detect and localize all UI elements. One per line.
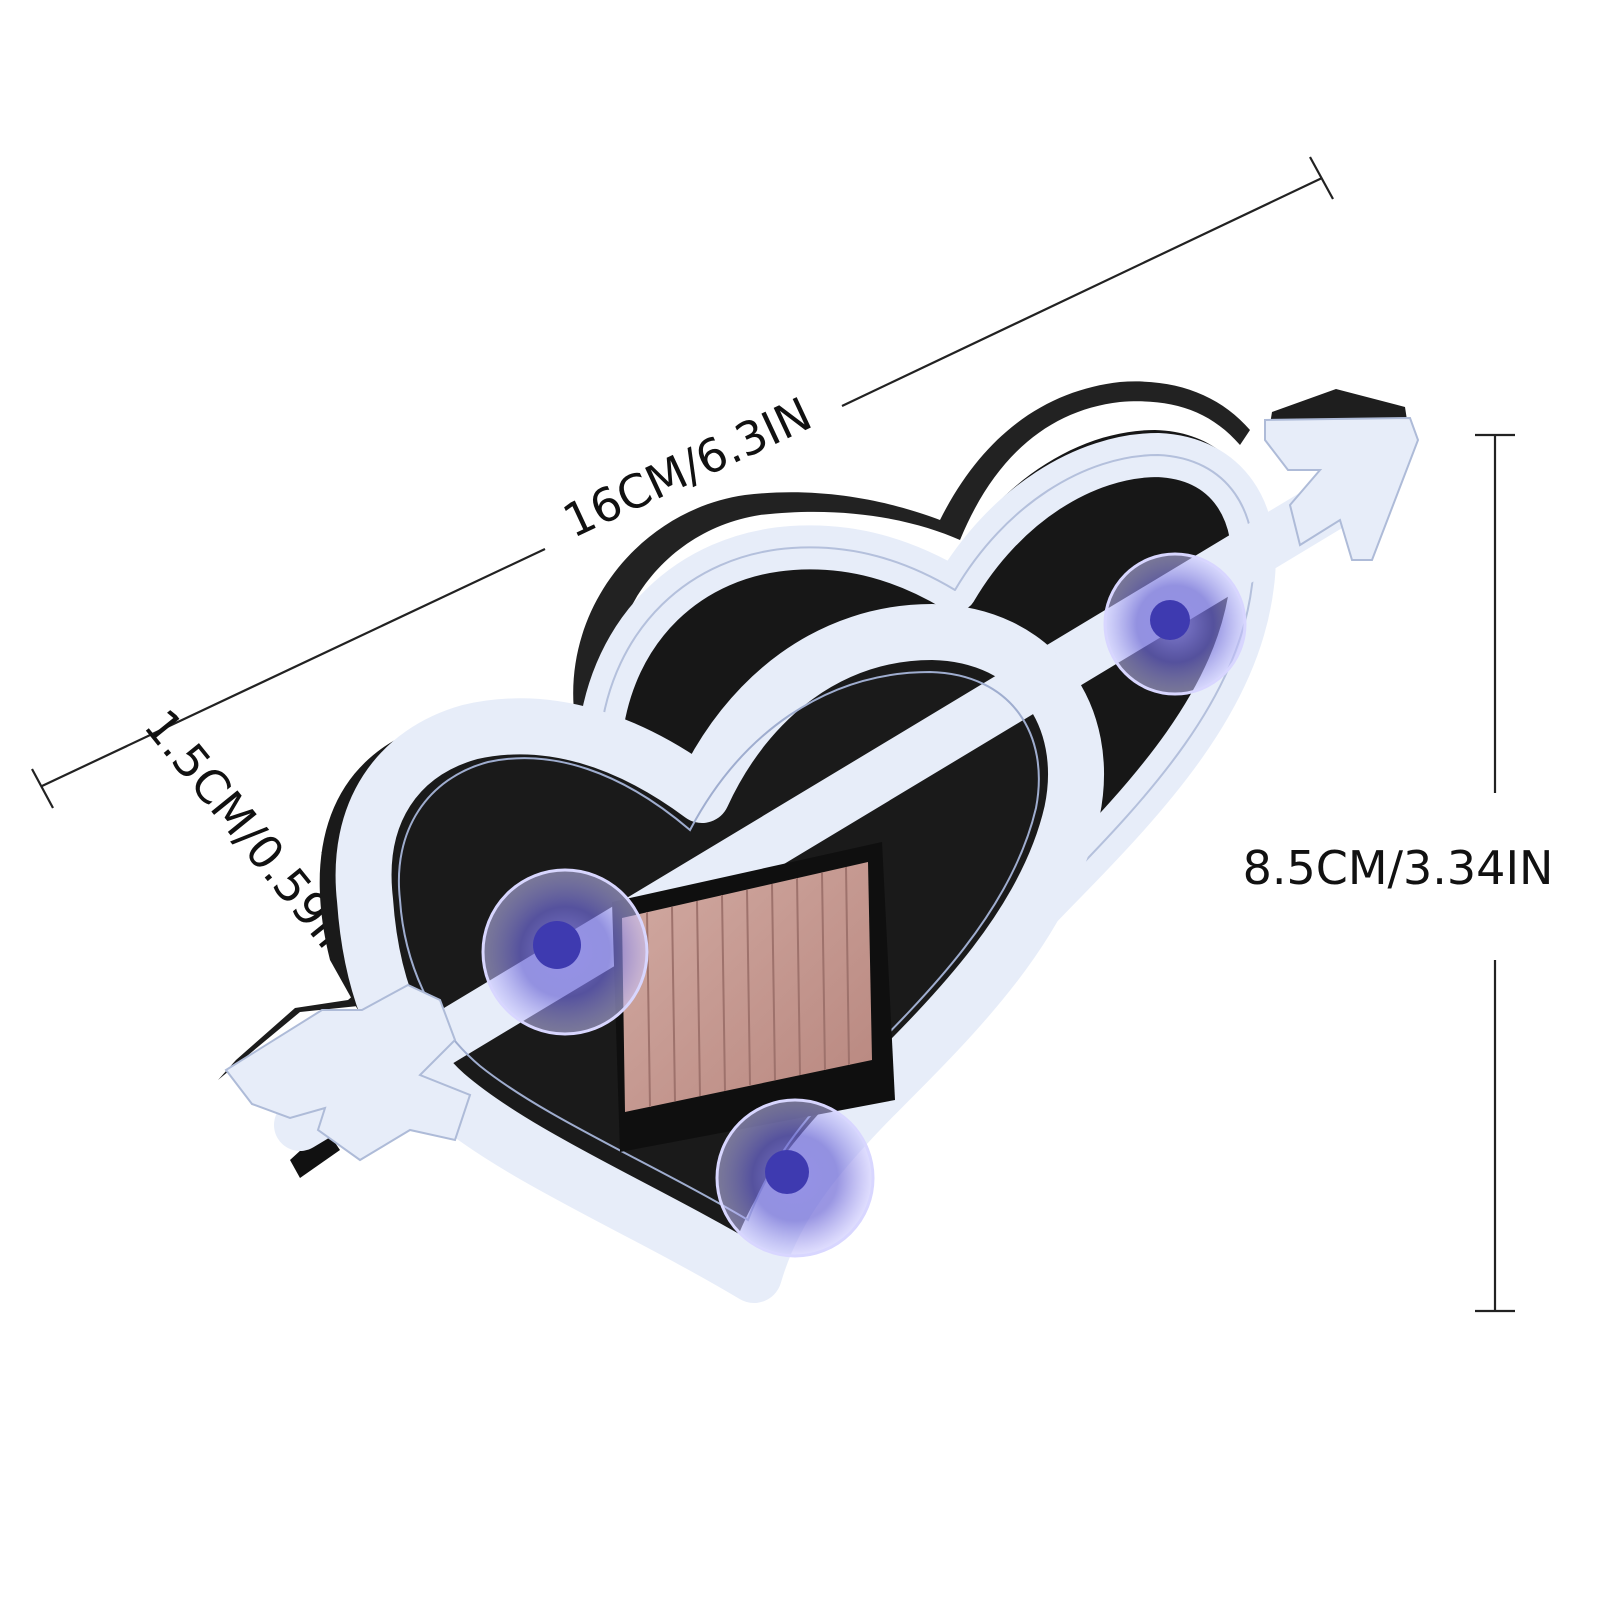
suction-cup-right-nub <box>1150 600 1190 640</box>
arrow-head <box>1264 416 1420 561</box>
length-tick-left <box>31 768 54 809</box>
double-heart-arrow-icon <box>218 381 1420 1303</box>
solar-panel-cells <box>622 862 872 1112</box>
suction-cup-icon <box>481 552 1247 1258</box>
solar-panel-icon <box>612 842 895 1152</box>
arrow-tail <box>224 983 472 1162</box>
length-line-left <box>41 548 546 787</box>
arrow-tail-feather <box>290 1128 340 1178</box>
solar-panel-grid <box>646 866 850 1108</box>
height-label: 8.5CM/3.34IN <box>1243 841 1554 895</box>
length-line-right <box>841 177 1323 407</box>
front-heart-glow <box>335 604 1104 1303</box>
length-tick-right <box>1309 156 1334 200</box>
height-dimension: 8.5CM/3.34IN <box>1243 433 1554 1313</box>
suction-cup-left-nub <box>533 921 581 969</box>
suction-cup-bottom-nub <box>765 1150 809 1194</box>
front-heart-glow-inner-edge <box>397 670 1040 1222</box>
